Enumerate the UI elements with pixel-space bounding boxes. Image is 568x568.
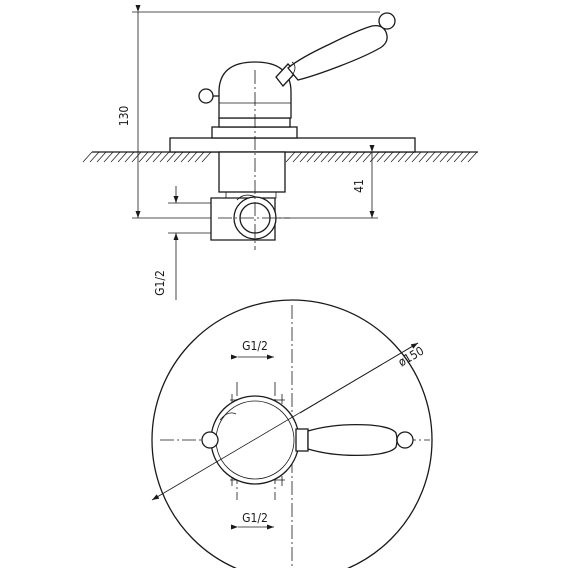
inwall-body bbox=[218, 151, 286, 193]
side-view: 130 41 G1/2 bbox=[82, 5, 478, 300]
hatch-line bbox=[306, 151, 317, 163]
dim-41-label: 41 bbox=[352, 179, 366, 193]
body-ring bbox=[218, 117, 291, 128]
hatch-line bbox=[390, 151, 401, 163]
dim-130-label: 130 bbox=[117, 106, 131, 127]
body-collar bbox=[211, 126, 298, 139]
dome-cap bbox=[218, 61, 292, 119]
hatch-line bbox=[334, 151, 345, 163]
hatch-line bbox=[446, 151, 457, 163]
lever-handle bbox=[275, 12, 396, 88]
hatch-line bbox=[292, 151, 303, 163]
hatch-line bbox=[110, 151, 121, 163]
hatch-line bbox=[418, 151, 429, 163]
dimension-thread-top: G1/2 bbox=[231, 339, 274, 360]
hatch-line bbox=[187, 151, 198, 163]
hatch-line bbox=[432, 151, 443, 163]
hatch-line bbox=[131, 151, 142, 163]
dimension-41: 41 bbox=[276, 145, 378, 219]
hatch-line bbox=[89, 151, 100, 163]
dimension-130: 130 bbox=[117, 5, 380, 219]
hatch-line bbox=[173, 151, 184, 163]
top-handle-end-knob bbox=[396, 431, 414, 449]
hatch-line bbox=[362, 151, 373, 163]
top-view: ø150 G1/2 G1/2 bbox=[151, 299, 433, 568]
handle-end-knob bbox=[378, 12, 396, 30]
hatch-line bbox=[439, 151, 450, 163]
escutcheon-circle bbox=[151, 299, 433, 568]
hatch-line bbox=[313, 151, 324, 163]
hatch-line bbox=[376, 151, 387, 163]
hatch-line bbox=[369, 151, 380, 163]
hatch-line bbox=[145, 151, 156, 163]
hatch-line bbox=[327, 151, 338, 163]
hatch-line bbox=[397, 151, 408, 163]
hatch-line bbox=[124, 151, 135, 163]
hatch-line bbox=[348, 151, 359, 163]
hatch-line bbox=[138, 151, 149, 163]
hatch-line bbox=[152, 151, 163, 163]
top-left-knob bbox=[201, 431, 219, 449]
top-lever-handle bbox=[295, 423, 414, 457]
dim-thread-bottom-label: G1/2 bbox=[242, 511, 268, 525]
hatch-line bbox=[96, 151, 107, 163]
hatch-line bbox=[467, 151, 478, 163]
hatch-line bbox=[453, 151, 464, 163]
hatch-line bbox=[383, 151, 394, 163]
body-outer-circle bbox=[210, 395, 300, 485]
hatch-line bbox=[82, 151, 93, 163]
hatch-line bbox=[117, 151, 128, 163]
dim-thread-top-label: G1/2 bbox=[242, 339, 268, 353]
hatch-line bbox=[194, 151, 205, 163]
hatch-line bbox=[159, 151, 170, 163]
wall-plate bbox=[169, 137, 416, 153]
hatch-line bbox=[460, 151, 471, 163]
hatch-line bbox=[166, 151, 177, 163]
hatch-line bbox=[285, 151, 296, 163]
hatch-line bbox=[411, 151, 422, 163]
dimension-thread-side: G1/2 bbox=[153, 186, 211, 300]
hatch-line bbox=[355, 151, 366, 163]
hatch-line bbox=[201, 151, 212, 163]
hatch-line bbox=[425, 151, 436, 163]
hatch-line bbox=[404, 151, 415, 163]
dim-thread-side-label: G1/2 bbox=[153, 270, 167, 296]
hatch-line bbox=[341, 151, 352, 163]
hatch-line bbox=[320, 151, 331, 163]
hatch-line bbox=[299, 151, 310, 163]
left-knob bbox=[198, 88, 214, 104]
hatch-line bbox=[180, 151, 191, 163]
hatch-line bbox=[103, 151, 114, 163]
dimension-thread-bottom: G1/2 bbox=[231, 511, 274, 530]
